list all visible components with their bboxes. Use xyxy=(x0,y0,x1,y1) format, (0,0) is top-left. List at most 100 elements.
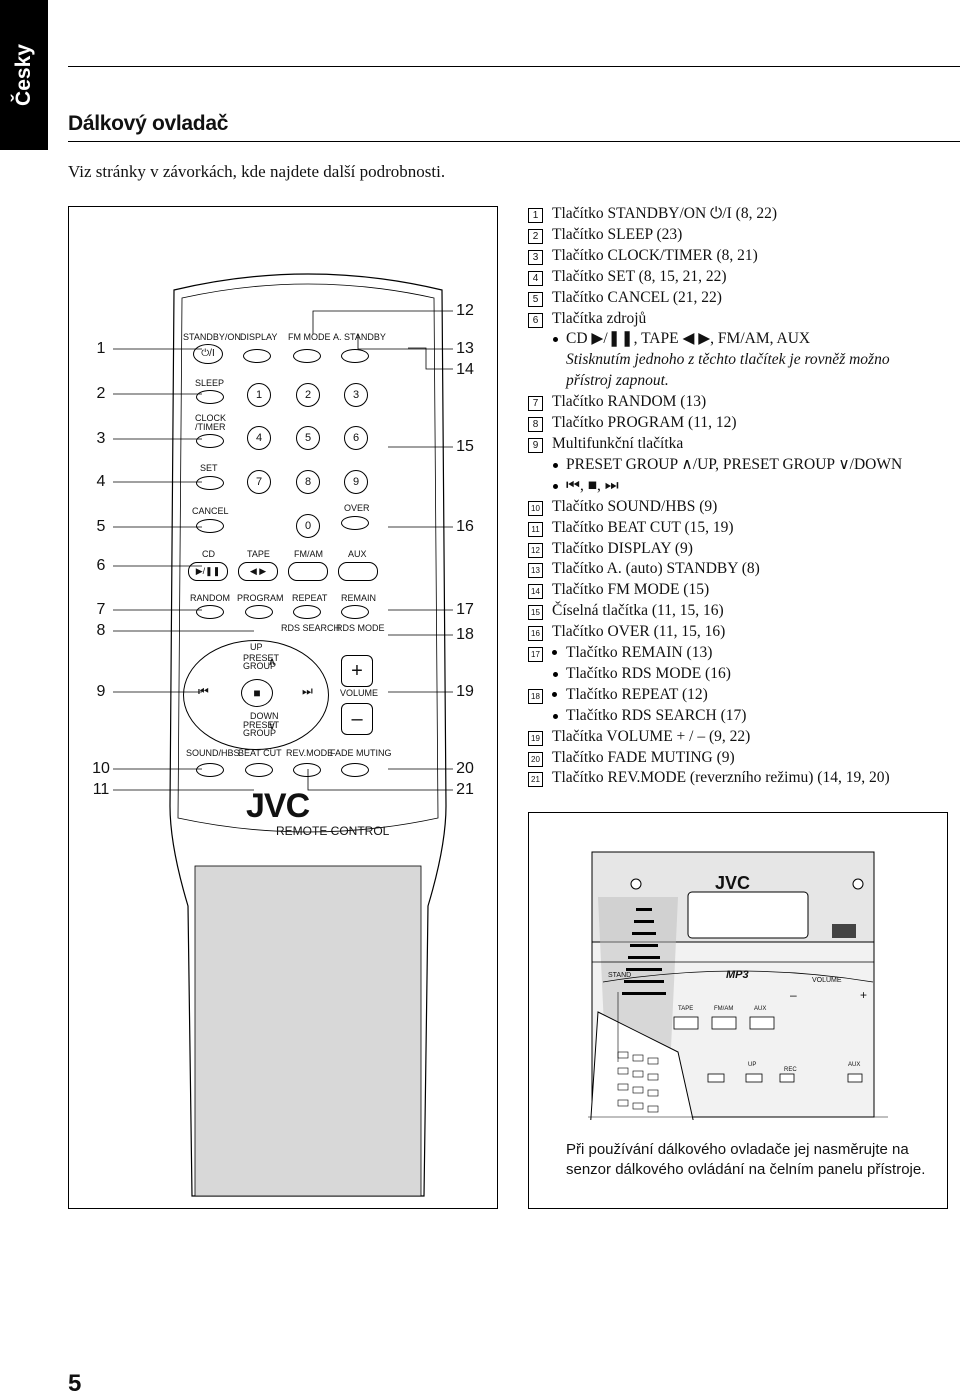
legend-sub-rds-search: Tlačítko RDS SEARCH (17) xyxy=(528,706,948,727)
label-display: DISPLAY xyxy=(240,332,278,342)
tape-button[interactable]: ◀ ▶ xyxy=(238,562,278,581)
rev-mode-button[interactable] xyxy=(293,763,321,777)
label-clock: CLOCK xyxy=(195,413,227,423)
callout-15: 15 xyxy=(456,438,474,455)
program-button[interactable] xyxy=(245,605,273,619)
volume-down-button[interactable]: – xyxy=(341,703,373,735)
page-heading: Dálkový ovladač xyxy=(68,112,229,135)
key-6[interactable]: 6 xyxy=(344,426,368,450)
label-up: UP xyxy=(250,642,263,652)
language-tab: Česky xyxy=(0,0,48,150)
label-program: PROGRAM xyxy=(237,593,284,603)
unit-volume-plus: + xyxy=(860,988,868,1002)
unit-mp3-logo: MP3 xyxy=(726,969,749,981)
unit-brand-logo: JVC xyxy=(715,873,751,893)
label-beat-cut: BEAT CUT xyxy=(238,748,282,758)
key-1[interactable]: 1 xyxy=(247,383,271,407)
label-volume: VOLUME xyxy=(340,688,379,698)
label-remain: REMAIN xyxy=(341,593,377,603)
header-rule-top xyxy=(68,66,960,142)
key-3[interactable]: 3 xyxy=(344,383,368,407)
label-rds-mode: RDS MODE xyxy=(336,623,385,633)
preset-group-up-button[interactable]: ∧ xyxy=(268,655,277,668)
unit-label-fm-am: FM/AM xyxy=(714,1006,734,1012)
preset-group-down-button[interactable]: ∨ xyxy=(268,719,277,732)
cancel-button[interactable] xyxy=(196,519,224,533)
label-preset-up: PRESET xyxy=(243,653,280,663)
label-rds-search: RDS SEARCH xyxy=(281,623,341,633)
stop-button[interactable]: ■ xyxy=(241,679,273,707)
label-set: SET xyxy=(200,463,218,473)
unit-label-rec: REC xyxy=(784,1067,797,1073)
aiming-note: Při používání dálkového ovladače jej nas… xyxy=(566,1141,926,1178)
remote-brand-logo: JVC xyxy=(246,787,310,825)
callout-16: 16 xyxy=(456,518,474,535)
label-fm-mode: FM MODE xyxy=(288,332,331,342)
label-group-down: GROUP xyxy=(243,728,277,738)
callout-14: 14 xyxy=(456,361,474,378)
remain-button[interactable] xyxy=(341,605,369,619)
beat-cut-button[interactable] xyxy=(245,763,273,777)
display-button[interactable] xyxy=(243,349,271,363)
label-down: DOWN xyxy=(250,711,279,721)
header-rule-bottom xyxy=(68,141,960,142)
label-rev-mode: REV.MODE xyxy=(286,748,334,758)
remote-control-illustration xyxy=(113,273,453,1197)
key-8[interactable]: 8 xyxy=(296,470,320,494)
sleep-button[interactable] xyxy=(196,390,224,404)
key-4[interactable]: 4 xyxy=(247,426,271,450)
set-button[interactable] xyxy=(196,476,224,490)
callout-13: 13 xyxy=(456,340,474,357)
key-9[interactable]: 9 xyxy=(344,470,368,494)
repeat-button[interactable] xyxy=(293,605,321,619)
callout-9: 9 xyxy=(96,683,106,700)
clock-timer-button[interactable] xyxy=(196,434,224,448)
callout-10: 10 xyxy=(92,760,110,777)
label-over: OVER xyxy=(344,503,370,513)
label-cancel: CANCEL xyxy=(192,506,229,516)
label-fm-am: FM/AM xyxy=(294,549,323,559)
unit-label-aux: AUX xyxy=(754,1006,767,1012)
remote-figure-box xyxy=(68,206,498,1209)
key-0[interactable]: 0 xyxy=(296,514,320,538)
callout-20: 20 xyxy=(456,760,474,777)
callout-19: 19 xyxy=(456,683,474,700)
volume-up-button[interactable]: + xyxy=(341,655,373,687)
over-button[interactable] xyxy=(341,516,369,530)
label-a-standby: A. STANDBY xyxy=(333,332,386,342)
note-panel xyxy=(528,1120,948,1209)
fm-am-button[interactable] xyxy=(288,562,328,581)
fm-mode-button[interactable] xyxy=(293,349,321,363)
a-standby-button[interactable] xyxy=(341,349,369,363)
label-timer: /TIMER xyxy=(195,422,226,432)
key-2[interactable]: 2 xyxy=(296,383,320,407)
label-aux: AUX xyxy=(348,549,367,559)
unit-label-standby: STAND xyxy=(608,972,632,979)
fade-muting-button[interactable] xyxy=(341,763,369,777)
next-button[interactable]: ⏭ xyxy=(302,684,313,698)
sound-hbs-button[interactable] xyxy=(196,763,224,777)
cd-play-pause-button[interactable]: ▶/❚❚ xyxy=(188,562,228,581)
key-5[interactable]: 5 xyxy=(296,426,320,450)
prev-button[interactable]: ⏮ xyxy=(198,684,209,698)
label-repeat: REPEAT xyxy=(292,593,328,603)
key-7[interactable]: 7 xyxy=(247,470,271,494)
intro-text: Viz stránky v závorkách, kde najdete dal… xyxy=(68,162,446,181)
standby-on-button[interactable]: ⏻/I xyxy=(193,344,223,364)
multifunction-pad xyxy=(183,640,329,750)
aux-button[interactable] xyxy=(338,562,378,581)
label-preset-down: PRESET xyxy=(243,720,280,730)
random-button[interactable] xyxy=(196,605,224,619)
callout-7: 7 xyxy=(96,601,106,618)
